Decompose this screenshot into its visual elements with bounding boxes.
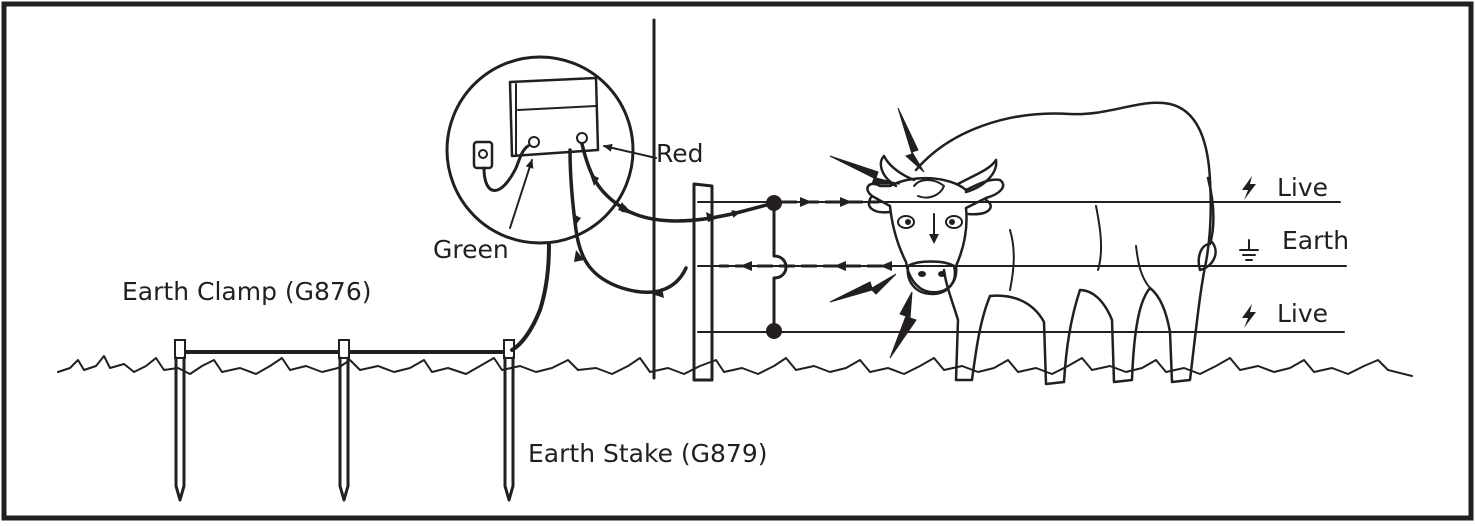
ground-symbol-icon bbox=[1239, 239, 1259, 261]
current-flow-arrows bbox=[718, 197, 892, 271]
live-top-label: Live bbox=[1277, 173, 1328, 202]
earth-stakes bbox=[174, 339, 515, 502]
green-label: Green bbox=[433, 235, 509, 264]
red-pointer bbox=[603, 143, 657, 159]
fence-energizer-icon bbox=[508, 76, 600, 158]
cow-illustration bbox=[866, 101, 1217, 386]
green-lead-wire bbox=[568, 148, 688, 294]
lightning-bolt-icon-bottom bbox=[1242, 304, 1256, 328]
earth-clamp-label: Earth Clamp (G876) bbox=[122, 277, 371, 306]
power-socket-icon bbox=[472, 140, 530, 192]
live-bottom-label: Live bbox=[1277, 299, 1328, 328]
ground-line bbox=[57, 355, 1413, 377]
energizer-detail bbox=[445, 55, 635, 245]
earth-stake-1 bbox=[174, 339, 186, 502]
earth-stake-2 bbox=[338, 339, 350, 502]
green-pointer bbox=[509, 159, 534, 229]
shock-bolts bbox=[829, 107, 925, 359]
earth-wire-label: Earth bbox=[1282, 226, 1349, 255]
lightning-bolt-icon bbox=[1242, 176, 1256, 200]
earth-stake-label: Earth Stake (G879) bbox=[528, 439, 768, 468]
earth-stake-3 bbox=[503, 339, 515, 502]
fence-post-front bbox=[692, 182, 714, 382]
red-label: Red bbox=[656, 139, 704, 168]
